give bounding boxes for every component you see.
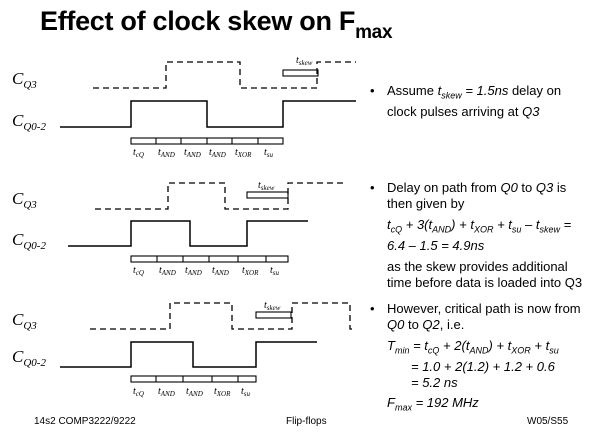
title-main: Effect of clock skew on F xyxy=(40,6,356,36)
signal-label-q02-3: CQ0-2 xyxy=(12,347,46,369)
bullet-3-equation-3: = 5.2 ns xyxy=(411,374,458,390)
signal-label-q3-2: CQ3 xyxy=(12,189,37,211)
signal-label-q3-3: CQ3 xyxy=(12,310,37,332)
bullet-3-equation-1: Tmin = tcQ + 2(tAND) + tXOR + tsu xyxy=(387,338,559,356)
slot-tand-3b: tAND xyxy=(186,386,203,398)
clock-q02-waveform-2 xyxy=(68,220,308,247)
slot-tand-2c: tAND xyxy=(212,265,229,277)
slot-tand-1c: tAND xyxy=(209,147,226,159)
slot-tand-1a: tAND xyxy=(158,147,175,159)
bullet-2-text: Delay on path from Q0 to Q3 is then give… xyxy=(387,180,582,291)
delay-bar-3 xyxy=(130,375,257,383)
bullet-2-line-2: then given by xyxy=(387,196,465,211)
skew-label-1: tskew xyxy=(296,55,313,67)
title-subscript: max xyxy=(355,22,393,43)
bullet-2-equation-1: tcQ + 3(tAND) + tXOR + tsu – tskew = xyxy=(387,217,572,235)
slot-tcq-3: tcQ xyxy=(133,386,144,398)
bullet-2-line-4: time before data is loaded into Q3 xyxy=(387,274,583,290)
skew-interval-2 xyxy=(246,191,289,199)
bullet-1-marker: • xyxy=(370,83,375,98)
bullet-1-line-1: Assume tskew = 1.5ns delay on xyxy=(387,83,562,101)
delay-bar-ticks-2 xyxy=(156,256,267,262)
bullet-2-line-1: Delay on path from Q0 to Q3 is xyxy=(387,180,567,195)
slot-txor-1: tXOR xyxy=(235,147,252,159)
skew-label-2: tskew xyxy=(258,180,275,192)
signal-label-q02-1: CQ0-2 xyxy=(12,111,46,133)
slot-tcq-2: tcQ xyxy=(133,265,144,277)
slot-tsu-3: tsu xyxy=(241,386,251,398)
bullet-3-line-1: However, critical path is now from xyxy=(387,301,581,316)
bullet-2-marker: • xyxy=(370,180,375,195)
clock-q3-waveform-1 xyxy=(93,61,356,89)
slot-txor-2: tXOR xyxy=(242,265,259,277)
slot-txor-3: tXOR xyxy=(214,386,231,398)
bullet-3-equation-2: = 1.0 + 2(1.2) + 1.2 + 0.6 xyxy=(411,358,555,374)
slot-tcq-1: tcQ xyxy=(133,147,144,159)
clock-q3-waveform-3 xyxy=(90,302,356,330)
slot-tand-2b: tAND xyxy=(185,265,202,277)
clock-q02-waveform-1 xyxy=(60,100,356,128)
bullet-3-line-2: Q0 to Q2, i.e. xyxy=(387,317,465,332)
delay-bar-ticks-1 xyxy=(155,138,259,144)
clock-q02-waveform-3 xyxy=(60,341,317,368)
bullet-3-marker: • xyxy=(370,301,375,316)
slot-tsu-1: tsu xyxy=(264,147,274,159)
delay-bar-ticks-3 xyxy=(155,376,239,382)
slot-tand-3a: tAND xyxy=(158,386,175,398)
signal-label-q3-1: CQ3 xyxy=(12,69,37,91)
bullet-3-text: However, critical path is now from Q0 to… xyxy=(387,301,581,415)
slide-title: Effect of clock skew on Fmax xyxy=(40,6,393,43)
signal-label-q02-2: CQ0-2 xyxy=(12,230,46,252)
footer-course: 14s2 COMP3222/9222 xyxy=(34,416,136,427)
timing-diagram-1: CQ3 tskew CQ0-2 tcQ tAND tAND tAND tXOR … xyxy=(12,55,356,159)
timing-diagram-3: CQ3 tskew CQ0-2 tcQ tAND tAND tXOR tsu xyxy=(12,300,356,398)
skew-label-3: tskew xyxy=(264,300,281,312)
bullet-1-line-2: clock pulses arriving at Q3 xyxy=(387,103,540,119)
skew-interval-3 xyxy=(255,311,292,319)
clock-q3-waveform-2 xyxy=(95,182,345,210)
footer-topic: Flip-flops xyxy=(286,416,327,427)
footer-slide-number: W05/S55 xyxy=(527,416,569,427)
bullet-2-line-3: as the skew provides additional xyxy=(387,258,568,274)
bullet-2-equation-2: 6.4 – 1.5 = 4.9ns xyxy=(387,237,485,253)
bullet-1-text: Assume tskew = 1.5ns delay on clock puls… xyxy=(387,83,561,120)
slot-tand-1b: tAND xyxy=(184,147,201,159)
slot-tsu-2: tsu xyxy=(270,265,280,277)
timing-diagram-2: CQ3 tskew CQ0-2 tcQ tAND tAND tAND tXOR … xyxy=(12,180,345,277)
bullet-3-equation-4: Fmax = 192 MHz xyxy=(387,394,479,413)
slot-tand-2a: tAND xyxy=(159,265,176,277)
skew-interval-1 xyxy=(282,69,319,77)
